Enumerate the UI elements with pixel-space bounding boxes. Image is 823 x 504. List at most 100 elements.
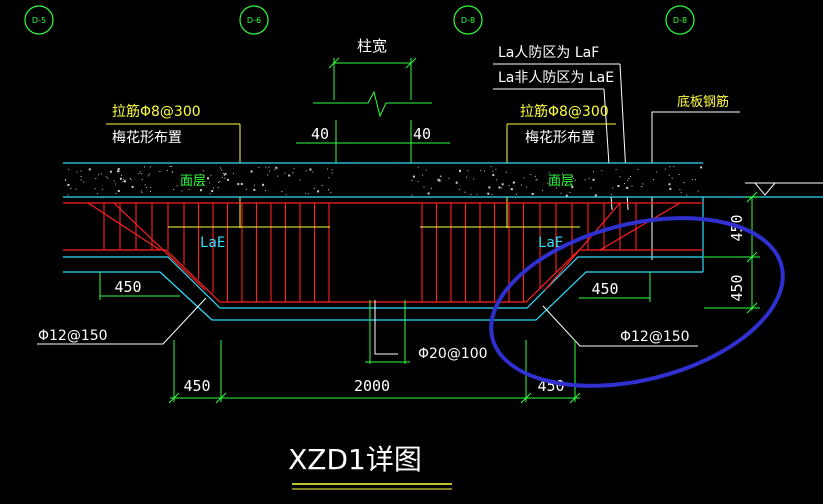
speckle xyxy=(285,194,287,196)
speckle xyxy=(121,174,123,176)
speckle xyxy=(221,169,222,171)
speckle xyxy=(630,176,631,177)
speckle xyxy=(117,190,120,192)
diag-left-2 xyxy=(113,202,206,291)
speckle xyxy=(253,188,256,191)
speckle xyxy=(240,183,243,185)
speckle xyxy=(592,178,595,181)
dim-40-right: 40 xyxy=(413,125,431,143)
speckle xyxy=(309,168,312,171)
speckle xyxy=(530,174,532,175)
axis-bubble-3 xyxy=(453,5,483,35)
diag-left xyxy=(87,202,161,251)
speckle xyxy=(501,187,503,189)
speckle xyxy=(653,179,654,180)
speckle xyxy=(492,174,495,177)
speckle xyxy=(274,169,276,171)
speckle xyxy=(467,170,469,172)
lae-left-label: LaE xyxy=(200,235,225,251)
speckle xyxy=(209,193,211,195)
speckle xyxy=(101,173,103,175)
ground-level-symbol xyxy=(745,182,823,196)
speckle xyxy=(328,177,330,179)
speckle xyxy=(171,166,173,168)
speckle xyxy=(668,174,670,176)
speckle xyxy=(213,187,215,189)
speckle xyxy=(202,170,204,172)
speckle xyxy=(466,176,467,178)
speckle xyxy=(232,172,234,174)
speckle xyxy=(534,175,536,177)
speckle xyxy=(288,174,291,177)
speckle xyxy=(207,177,209,180)
speckle xyxy=(188,188,190,190)
speckle xyxy=(327,168,329,170)
speckle xyxy=(571,186,574,189)
speckle xyxy=(67,184,70,186)
dim-450-left-inner: 450 xyxy=(114,278,141,296)
speckle xyxy=(265,190,267,191)
side-dimension-line xyxy=(704,191,760,314)
speckle xyxy=(101,188,103,190)
speckle xyxy=(68,168,70,170)
speckle xyxy=(122,181,124,183)
speckle xyxy=(330,191,332,193)
speckle xyxy=(109,170,112,173)
surface-layer xyxy=(63,162,703,197)
speckle xyxy=(113,180,115,182)
speckle xyxy=(669,166,671,168)
speckle xyxy=(488,186,491,189)
speckle xyxy=(284,172,286,174)
speckle xyxy=(548,172,550,174)
speckle xyxy=(496,179,498,181)
speckle xyxy=(305,192,307,194)
slab-outline xyxy=(63,196,823,321)
speckle xyxy=(299,179,301,181)
speckle xyxy=(171,171,173,173)
speckle xyxy=(594,194,597,197)
speckle xyxy=(448,177,450,179)
speckle xyxy=(556,176,558,178)
speckle xyxy=(173,189,175,191)
speckle xyxy=(166,169,168,171)
speckle xyxy=(131,185,134,188)
speckle xyxy=(626,186,629,189)
speckle xyxy=(277,175,279,177)
axis-label-4: D-8 xyxy=(673,16,687,25)
speckle xyxy=(438,179,441,182)
speckle xyxy=(697,190,699,192)
speckle xyxy=(673,166,675,168)
speckle xyxy=(437,178,440,181)
speckle xyxy=(98,174,100,176)
surface-left-label: 面层 xyxy=(180,174,206,189)
speckle xyxy=(140,173,142,175)
speckle xyxy=(129,178,131,179)
speckle xyxy=(331,172,333,174)
speckle xyxy=(200,173,202,175)
speckle xyxy=(561,173,563,175)
speckle xyxy=(612,187,614,189)
speckle xyxy=(117,170,119,173)
speckle xyxy=(686,194,688,196)
speckle xyxy=(473,178,475,180)
speckle xyxy=(671,177,673,179)
speckle xyxy=(679,189,681,191)
surface-right-label: 面层 xyxy=(548,174,574,189)
speckle xyxy=(312,171,314,173)
speckle xyxy=(700,166,703,169)
speckle xyxy=(107,177,109,179)
speckle xyxy=(521,184,522,186)
speckle xyxy=(217,187,219,188)
bottom-slab-rebar-leader xyxy=(651,111,740,260)
dim-450-bottom-left: 450 xyxy=(183,377,210,395)
speckle xyxy=(262,183,264,186)
rebar-leaders xyxy=(37,297,698,355)
speckle xyxy=(425,169,427,171)
speckle xyxy=(224,177,226,179)
speckle xyxy=(490,166,492,168)
speckle xyxy=(492,170,494,172)
speckle xyxy=(510,188,513,191)
speckle xyxy=(458,188,460,190)
speckle xyxy=(470,194,472,196)
speckle xyxy=(575,179,577,181)
